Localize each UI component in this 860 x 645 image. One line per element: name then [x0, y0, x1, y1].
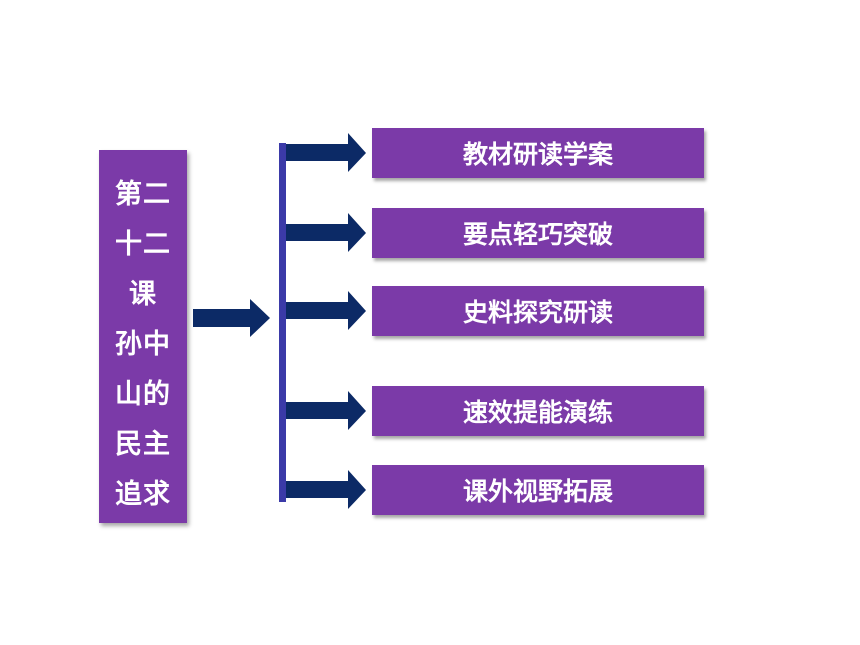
- menu-item-extended-reading[interactable]: 课外视野拓展: [372, 465, 704, 515]
- title-line: 追求: [115, 479, 171, 510]
- vertical-connector-bar: [279, 143, 286, 502]
- menu-item-textbook-study[interactable]: 教材研读学案: [372, 128, 704, 178]
- branch-arrow: [286, 470, 366, 509]
- title-line: 课: [129, 279, 157, 310]
- menu-item-historical-sources[interactable]: 史料探究研读: [372, 286, 704, 336]
- menu-item-practice-exercises[interactable]: 速效提能演练: [372, 386, 704, 436]
- branch-arrow: [286, 133, 366, 172]
- branch-arrow: [286, 391, 366, 430]
- lesson-title-box: 第二 十二 课 孙中 山的 民主 追求: [99, 150, 187, 523]
- title-line: 十二: [115, 229, 171, 260]
- title-line: 孙中: [115, 329, 171, 360]
- branch-arrow: [286, 213, 366, 252]
- title-line: 民主: [115, 429, 171, 460]
- title-line: 山的: [115, 379, 171, 410]
- main-arrow: [193, 299, 270, 337]
- title-line: 第二: [115, 179, 171, 210]
- menu-item-key-points[interactable]: 要点轻巧突破: [372, 208, 704, 258]
- branch-arrow: [286, 291, 366, 330]
